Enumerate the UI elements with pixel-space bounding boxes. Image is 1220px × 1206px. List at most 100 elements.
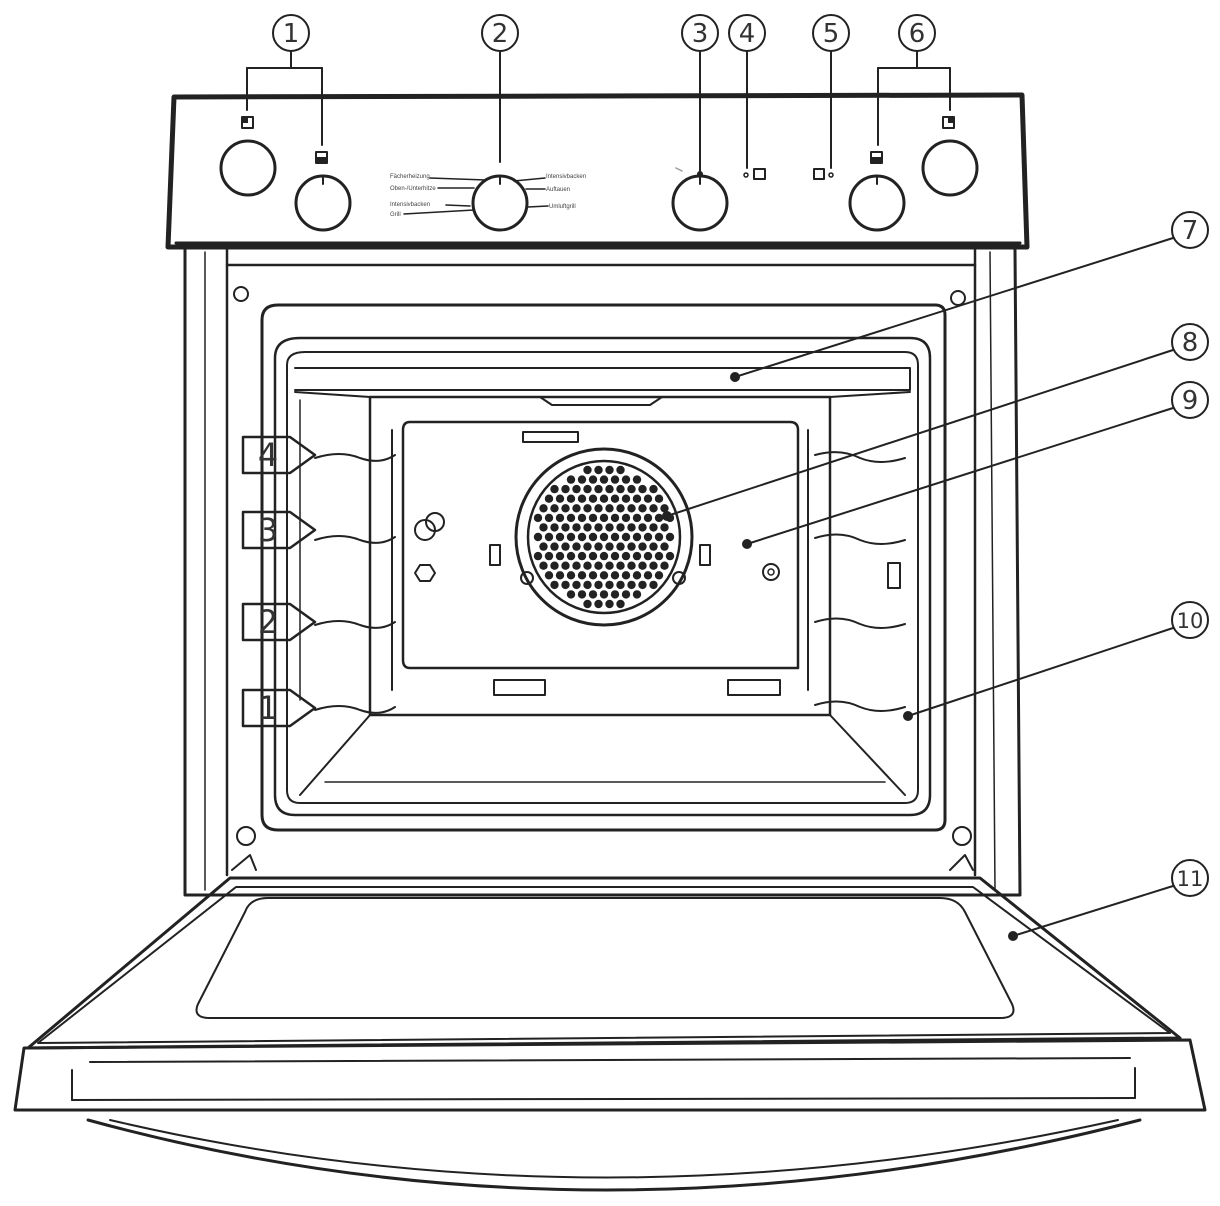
fan-hole [621, 551, 631, 561]
fan-hole [572, 580, 581, 590]
fan-hole [638, 523, 647, 532]
fan-hole [583, 542, 592, 551]
oven-cavity [260, 303, 947, 832]
callout-6: 6 [909, 19, 926, 49]
fan-hole [555, 571, 565, 580]
fan-hole [555, 513, 565, 523]
fan-hole [610, 590, 620, 599]
fan-hole [621, 513, 631, 523]
fan-hole [627, 523, 636, 532]
left-hob-knob-a[interactable] [219, 139, 277, 197]
fan-hole [616, 542, 625, 551]
fan-hole [561, 580, 570, 590]
fan-hole [627, 542, 636, 551]
fan-hole [566, 494, 576, 503]
fan-hole [605, 523, 614, 532]
fan-hole [605, 542, 614, 551]
fan-hole [638, 580, 647, 590]
indicator-light-operation [813, 168, 834, 180]
fan-hole [588, 494, 598, 503]
fan-hole [610, 494, 620, 503]
callout-9: 9 [1182, 386, 1199, 416]
fan-hole [616, 504, 625, 513]
fan-hole [539, 542, 548, 551]
fan-hole [561, 542, 570, 551]
leader-dots [662, 171, 1018, 941]
fan-hole [605, 465, 614, 475]
function-scale [403, 177, 549, 215]
fan-hole [566, 532, 576, 542]
leader-lines [246, 50, 1174, 937]
fan-hole [594, 523, 603, 532]
fan-hole [632, 513, 642, 523]
fan-hole [572, 542, 581, 551]
callout-5: 5 [823, 19, 840, 49]
fan-hole [594, 561, 603, 570]
callout-10: 10 [1177, 609, 1204, 633]
fan-hole [588, 513, 598, 523]
callout-7: 7 [1182, 216, 1199, 246]
fan-hole [599, 571, 609, 580]
fan-hole [550, 561, 559, 570]
fan-hole [572, 484, 581, 494]
hob-symbol-icon [241, 116, 955, 164]
fan-hole [627, 561, 636, 570]
function-label-3: Intensivbacken [390, 202, 430, 208]
fan-hole [550, 484, 559, 494]
fan-hole [583, 484, 592, 494]
oven-door [13, 854, 1207, 1192]
control-panel [165, 92, 1030, 250]
fan-hole [533, 513, 543, 523]
top-heating-element [294, 367, 911, 391]
callout-2: 2 [492, 19, 509, 49]
fan-hole [539, 523, 548, 532]
shelf-runners-left [299, 399, 396, 714]
function-label-7: Umluftgrill [549, 204, 576, 210]
rear-panel [401, 420, 800, 696]
fan-hole [544, 513, 554, 523]
fan-hole [550, 580, 559, 590]
fan-hole [594, 504, 603, 513]
fan-hole [577, 571, 587, 580]
fan-hole [621, 532, 631, 542]
fan-hole [649, 542, 658, 551]
fan-hole [616, 465, 625, 475]
fan-hole [550, 523, 559, 532]
fan-hole [599, 513, 609, 523]
fan-hole [588, 551, 598, 561]
fan-hole [632, 494, 642, 503]
callout-1: 1 [283, 19, 300, 49]
fan-hole [566, 590, 576, 599]
fan-hole [649, 484, 658, 494]
fan-hole [610, 475, 620, 484]
fan-hole [594, 599, 603, 609]
fan-hole [654, 513, 664, 523]
fan-hole [583, 504, 592, 513]
fan-hole [654, 494, 664, 503]
fan-hole [610, 571, 620, 580]
fan-hole [632, 590, 642, 599]
shelf-level-4: 4 [258, 436, 278, 474]
fan-hole [566, 513, 576, 523]
fan-hole [660, 561, 669, 570]
shelf-level-3: 3 [258, 511, 278, 549]
fan-hole [610, 551, 620, 561]
fan-hole [654, 551, 664, 561]
fan-hole [660, 523, 669, 532]
fan-hole [649, 561, 658, 570]
indicator-light-temperature [743, 168, 766, 180]
fan-hole [643, 513, 653, 523]
fan-hole [550, 542, 559, 551]
fan-hole [643, 551, 653, 561]
fan-hole [555, 551, 565, 561]
fan-hole [632, 571, 642, 580]
fan-hole [544, 571, 554, 580]
fan-hole [577, 551, 587, 561]
fan-hole [621, 571, 631, 580]
fan-hole [610, 513, 620, 523]
fan-hole [660, 542, 669, 551]
fan-hole [599, 494, 609, 503]
right-hob-knob-b[interactable] [921, 139, 979, 197]
callout-4: 4 [739, 19, 756, 49]
fan-hole [632, 532, 642, 542]
